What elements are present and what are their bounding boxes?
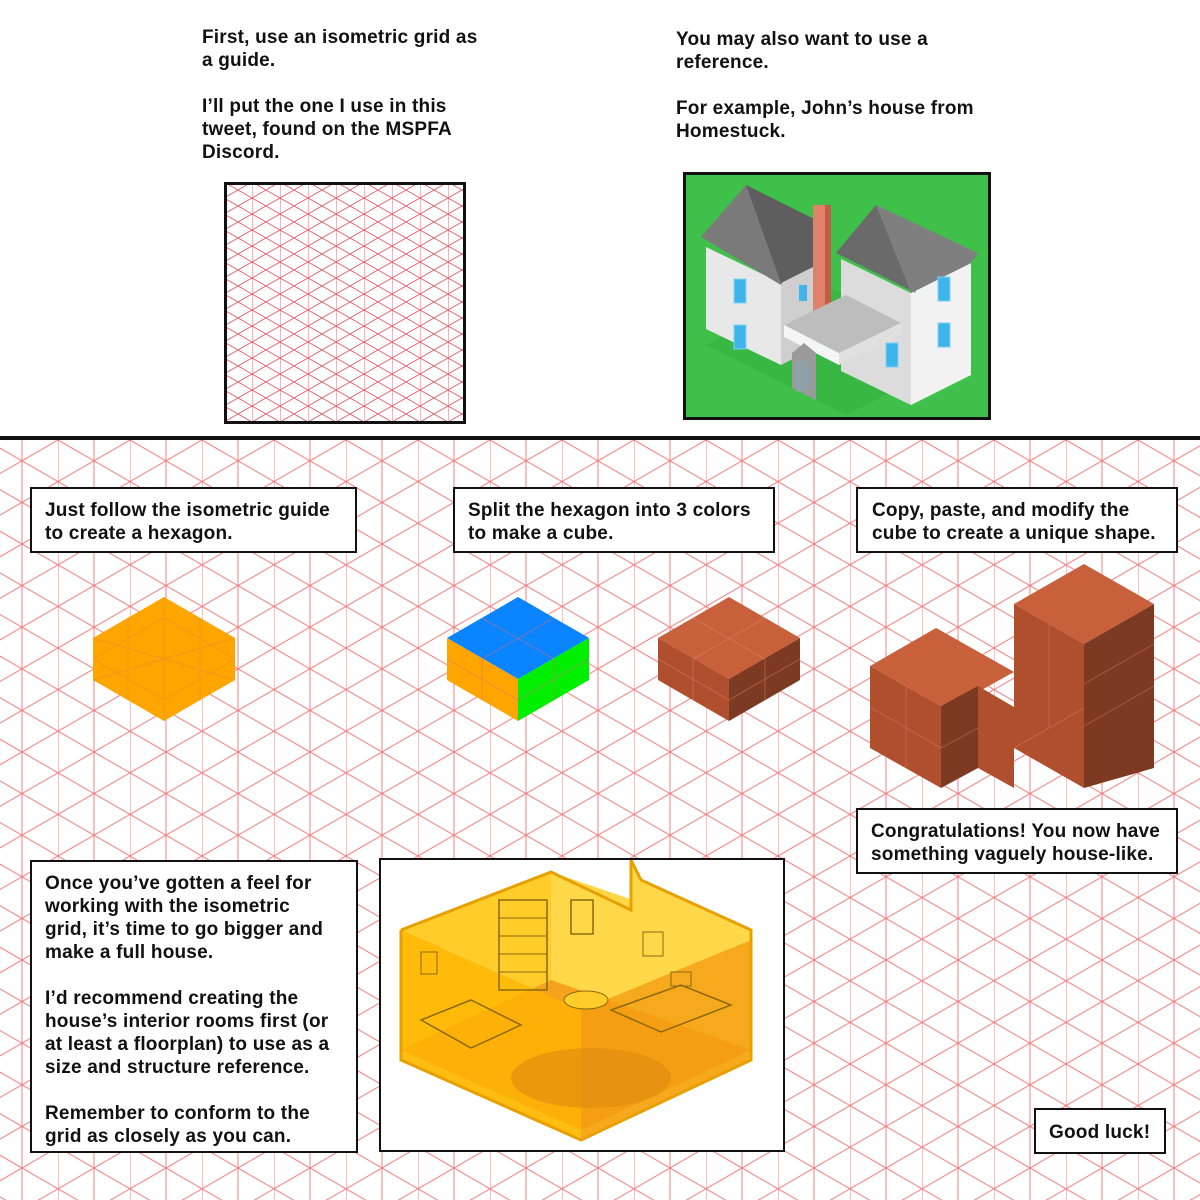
step-cube-note: Split the hexagon into 3 colors to make … bbox=[453, 487, 775, 553]
brick-composite-shape bbox=[869, 564, 1155, 788]
section-divider bbox=[0, 436, 1200, 440]
good-luck-note: Good luck! bbox=[1034, 1108, 1166, 1154]
full-house-note: Once you’ve gotten a feel for working wi… bbox=[30, 860, 358, 1153]
intro-grid-text: First, use an isometric grid as a guide.… bbox=[202, 27, 478, 163]
brick-cube-shape bbox=[657, 597, 801, 721]
step-shape-note: Copy, paste, and modify the cube to crea… bbox=[856, 487, 1178, 553]
tricolor-cube-shape bbox=[446, 597, 590, 721]
orange-hexagon-shape bbox=[92, 597, 236, 721]
step-hexagon-note: Just follow the isometric guide to creat… bbox=[30, 487, 357, 553]
isometric-grid-image bbox=[224, 182, 466, 424]
bedroom-interior-image bbox=[379, 858, 785, 1152]
congratulations-note: Congratulations! You now have something … bbox=[856, 808, 1178, 874]
house-reference-image bbox=[683, 172, 991, 420]
intro-reference-text: You may also want to use a reference. Fo… bbox=[676, 29, 974, 142]
